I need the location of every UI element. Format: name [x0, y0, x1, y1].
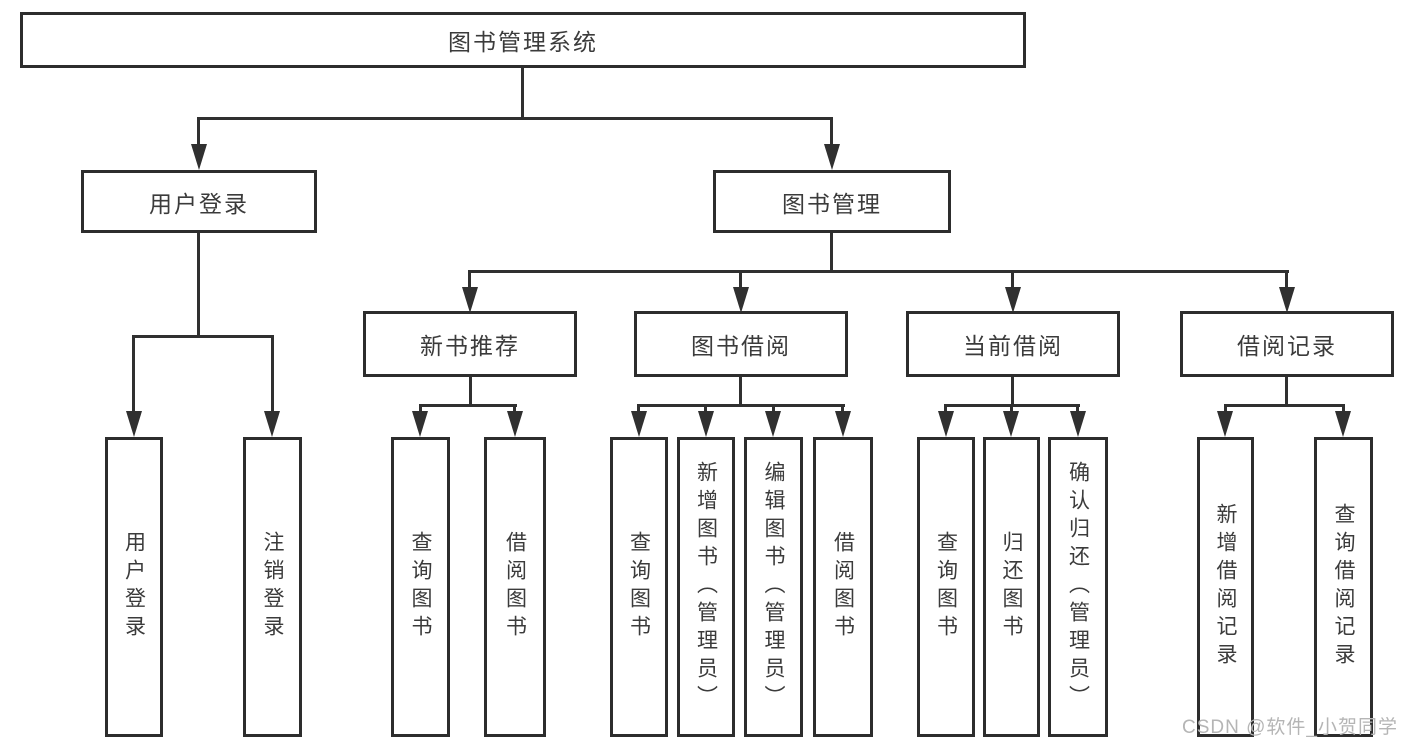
arrow-down-newbook-recommend — [462, 287, 478, 313]
leaf-newbook-borrow-label: 借阅图书 — [503, 531, 527, 643]
leaf-current-confirm: 确认归还（管理员） — [1048, 437, 1108, 737]
node-user-login-label: 用户登录 — [149, 190, 249, 217]
leaf-newbook-query: 查询图书 — [391, 437, 450, 737]
node-root: 图书管理系统 — [20, 12, 1026, 68]
leaf-borrow-add: 新增图书（管理员） — [677, 437, 735, 737]
connector-drop-current-confirm — [1076, 404, 1079, 416]
connector-user-login-crossbar — [132, 335, 274, 338]
leaf-current-query: 查询图书 — [917, 437, 975, 737]
arrow-down-leaf-logout — [264, 411, 280, 437]
connector-drop-book-management — [830, 117, 833, 147]
connector-user-login-stem — [197, 233, 200, 338]
node-current-borrow-label: 当前借阅 — [963, 333, 1063, 359]
leaf-record-query-label: 查询借阅记录 — [1332, 503, 1355, 671]
node-book-management-label: 图书管理 — [782, 190, 882, 217]
connector-record-crossbar — [1224, 404, 1345, 407]
node-borrow-record: 借阅记录 — [1180, 311, 1394, 377]
leaf-record-add-label: 新增借阅记录 — [1214, 503, 1237, 671]
leaf-current-return-label: 归还图书 — [1000, 531, 1023, 643]
connector-drop-newbook-borrow — [513, 404, 516, 416]
connector-newbook-crossbar — [419, 404, 517, 407]
node-newbook-recommend: 新书推荐 — [363, 311, 577, 377]
arrow-down-record-query — [1335, 411, 1351, 437]
node-borrow-record-label: 借阅记录 — [1237, 333, 1337, 359]
leaf-borrow-add-label: 新增图书（管理员） — [694, 461, 718, 713]
connector-drop-leaf-user-login — [132, 335, 135, 415]
connector-book-borrow-stem — [739, 377, 742, 407]
arrow-down-current-borrow — [1005, 287, 1021, 313]
arrow-down-leaf-user-login — [126, 411, 142, 437]
leaf-borrow-query-label: 查询图书 — [627, 531, 651, 643]
leaf-newbook-query-label: 查询图书 — [409, 531, 432, 643]
connector-drop-record-query — [1342, 404, 1345, 416]
leaf-borrow-edit: 编辑图书（管理员） — [744, 437, 803, 737]
node-current-borrow: 当前借阅 — [906, 311, 1120, 377]
connector-drop-current-return — [1010, 404, 1013, 416]
arrow-down-book-borrow — [733, 287, 749, 313]
leaf-current-query-label: 查询图书 — [934, 531, 958, 643]
leaf-record-query: 查询借阅记录 — [1314, 437, 1373, 737]
leaf-borrow-query: 查询图书 — [610, 437, 668, 737]
node-book-borrow: 图书借阅 — [634, 311, 848, 377]
connector-drop-book-borrow — [739, 270, 742, 292]
connector-drop-borrow-record — [1285, 270, 1288, 292]
connector-drop-borrow-query — [637, 404, 640, 416]
node-newbook-recommend-label: 新书推荐 — [420, 333, 520, 359]
leaf-record-add: 新增借阅记录 — [1197, 437, 1254, 737]
leaf-user-login-label: 用户登录 — [122, 531, 146, 643]
connector-book-borrow-crossbar — [637, 404, 845, 407]
connector-book-management-stem — [830, 233, 833, 273]
connector-drop-current-borrow — [1011, 270, 1014, 292]
arrow-down-newbook-borrow — [507, 411, 523, 437]
arrow-down-current-confirm — [1070, 411, 1086, 437]
arrow-down-borrow-query — [631, 411, 647, 437]
connector-drop-leaf-logout — [271, 335, 274, 415]
connector-drop-current-query — [944, 404, 947, 416]
leaf-borrow-borrow-label: 借阅图书 — [831, 531, 855, 643]
arrow-down-user-login — [191, 144, 207, 170]
arrow-down-borrow-edit — [765, 411, 781, 437]
connector-drop-newbook-recommend — [468, 270, 471, 292]
leaf-current-confirm-label: 确认归还（管理员） — [1066, 461, 1090, 713]
arrow-down-record-add — [1217, 411, 1233, 437]
node-root-label: 图书管理系统 — [448, 29, 598, 55]
leaf-logout: 注销登录 — [243, 437, 302, 737]
csdn-watermark: CSDN @软件_小贺同学 — [1182, 717, 1398, 738]
leaf-borrow-borrow: 借阅图书 — [813, 437, 873, 737]
connector-drop-user-login — [197, 117, 200, 147]
connector-drop-borrow-add — [704, 404, 707, 416]
arrow-down-borrow-add — [698, 411, 714, 437]
connector-drop-record-add — [1224, 404, 1227, 416]
arrow-down-current-query — [938, 411, 954, 437]
connector-drop-newbook-query — [419, 404, 422, 416]
arrow-down-book-management — [824, 144, 840, 170]
leaf-newbook-borrow: 借阅图书 — [484, 437, 546, 737]
leaf-borrow-edit-label: 编辑图书（管理员） — [762, 461, 785, 713]
connector-drop-borrow-edit — [772, 404, 775, 416]
node-book-borrow-label: 图书借阅 — [691, 333, 791, 359]
connector-book-management-crossbar — [468, 270, 1289, 273]
arrow-down-borrow-record — [1279, 287, 1295, 313]
arrow-down-borrow-borrow — [835, 411, 851, 437]
leaf-current-return: 归还图书 — [983, 437, 1040, 737]
connector-current-stem — [1011, 377, 1014, 407]
connector-root-stem — [521, 68, 524, 120]
leaf-logout-label: 注销登录 — [261, 531, 284, 643]
arrow-down-current-return — [1003, 411, 1019, 437]
connector-newbook-stem — [469, 377, 472, 407]
connector-root-crossbar — [197, 117, 833, 120]
connector-record-stem — [1285, 377, 1288, 407]
arrow-down-newbook-query — [412, 411, 428, 437]
leaf-user-login: 用户登录 — [105, 437, 163, 737]
node-user-login: 用户登录 — [81, 170, 317, 233]
connector-drop-borrow-borrow — [841, 404, 844, 416]
node-book-management: 图书管理 — [713, 170, 951, 233]
